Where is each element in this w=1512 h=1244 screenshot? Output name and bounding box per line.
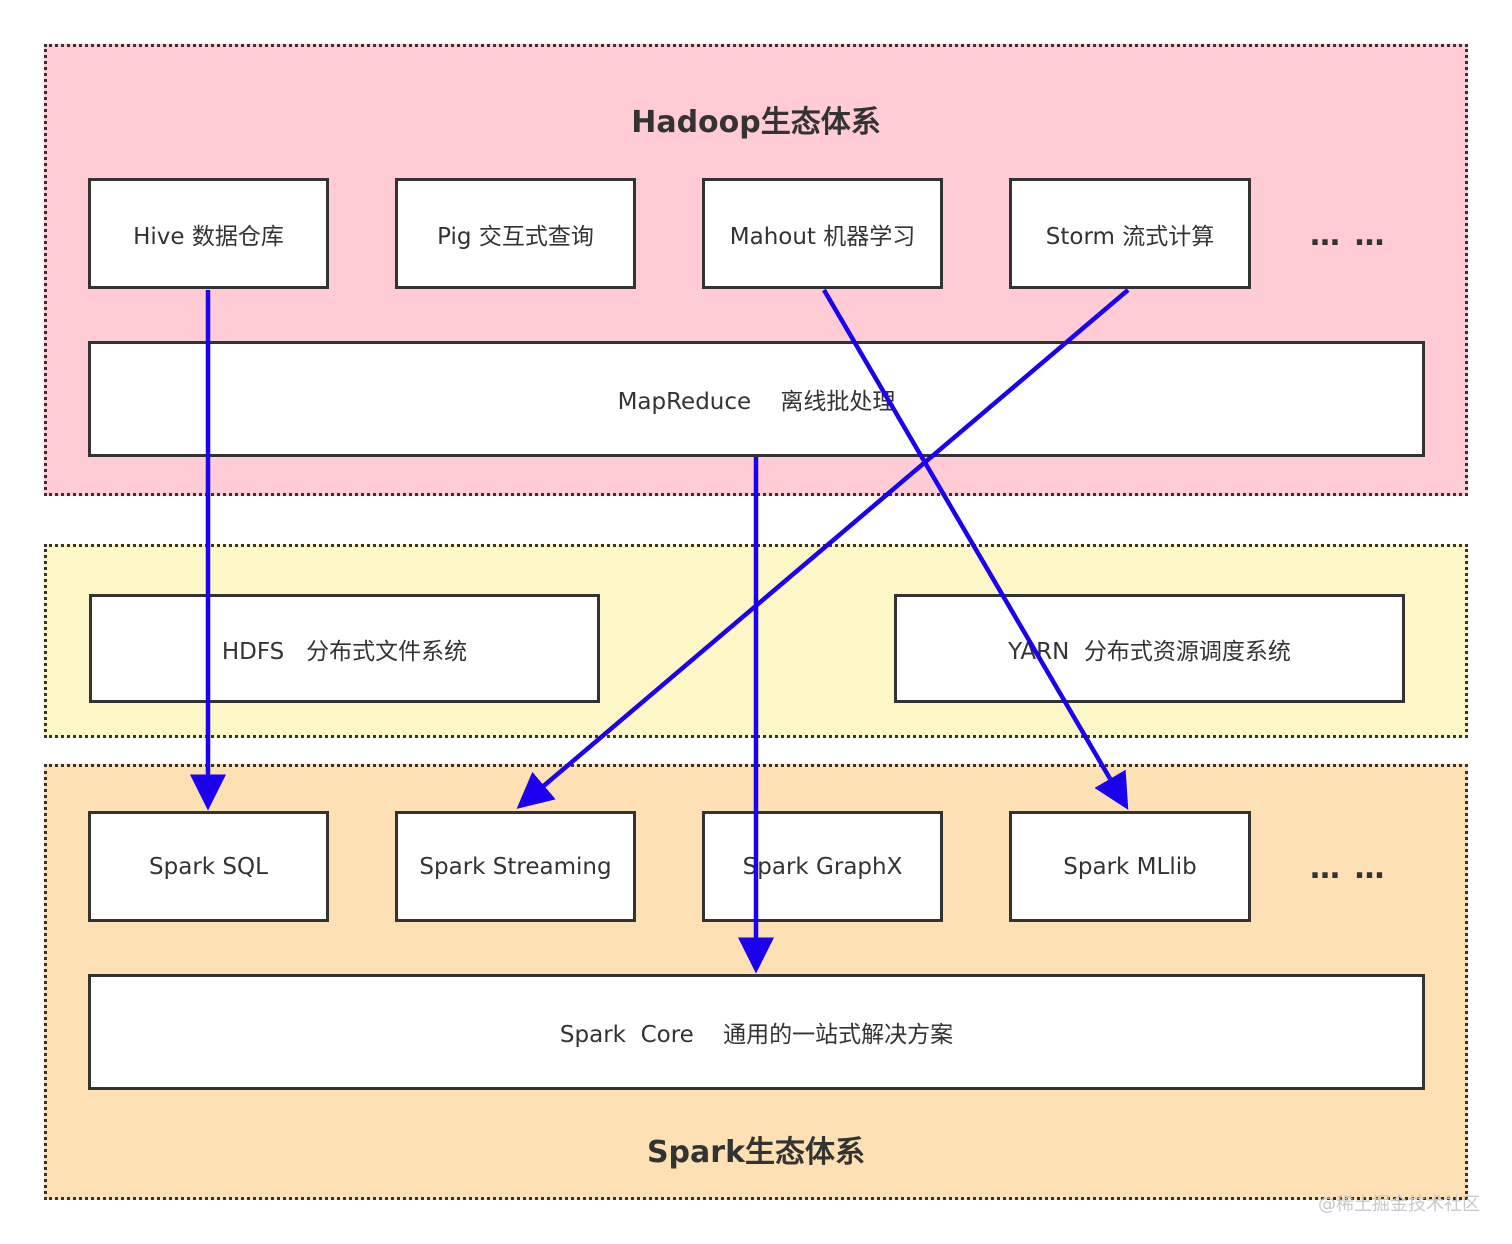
spark-sql-node: Spark SQL: [88, 811, 329, 922]
mahout-node: Mahout 机器学习: [702, 178, 943, 289]
mapreduce-node: MapReduce 离线批处理: [88, 341, 1425, 457]
watermark: @稀土掘金技术社区: [1318, 1194, 1480, 1215]
hadoop-more-ellipsis: … …: [1310, 218, 1387, 253]
hadoop-ecosystem-title: Hadoop生态体系: [631, 105, 881, 140]
hive-node: Hive 数据仓库: [88, 178, 329, 289]
yarn-node: YARN 分布式资源调度系统: [894, 594, 1405, 703]
pig-node: Pig 交互式查询: [395, 178, 636, 289]
spark-ecosystem-title: Spark生态体系: [646, 1135, 866, 1170]
spark-graphx-node: Spark GraphX: [702, 811, 943, 922]
spark-core-node: Spark Core 通用的一站式解决方案: [88, 974, 1425, 1090]
spark-streaming-node: Spark Streaming: [395, 811, 636, 922]
storm-node: Storm 流式计算: [1009, 178, 1251, 289]
spark-mllib-node: Spark MLlib: [1009, 811, 1251, 922]
spark-more-ellipsis: … …: [1310, 851, 1387, 886]
hdfs-node: HDFS 分布式文件系统: [89, 594, 600, 703]
